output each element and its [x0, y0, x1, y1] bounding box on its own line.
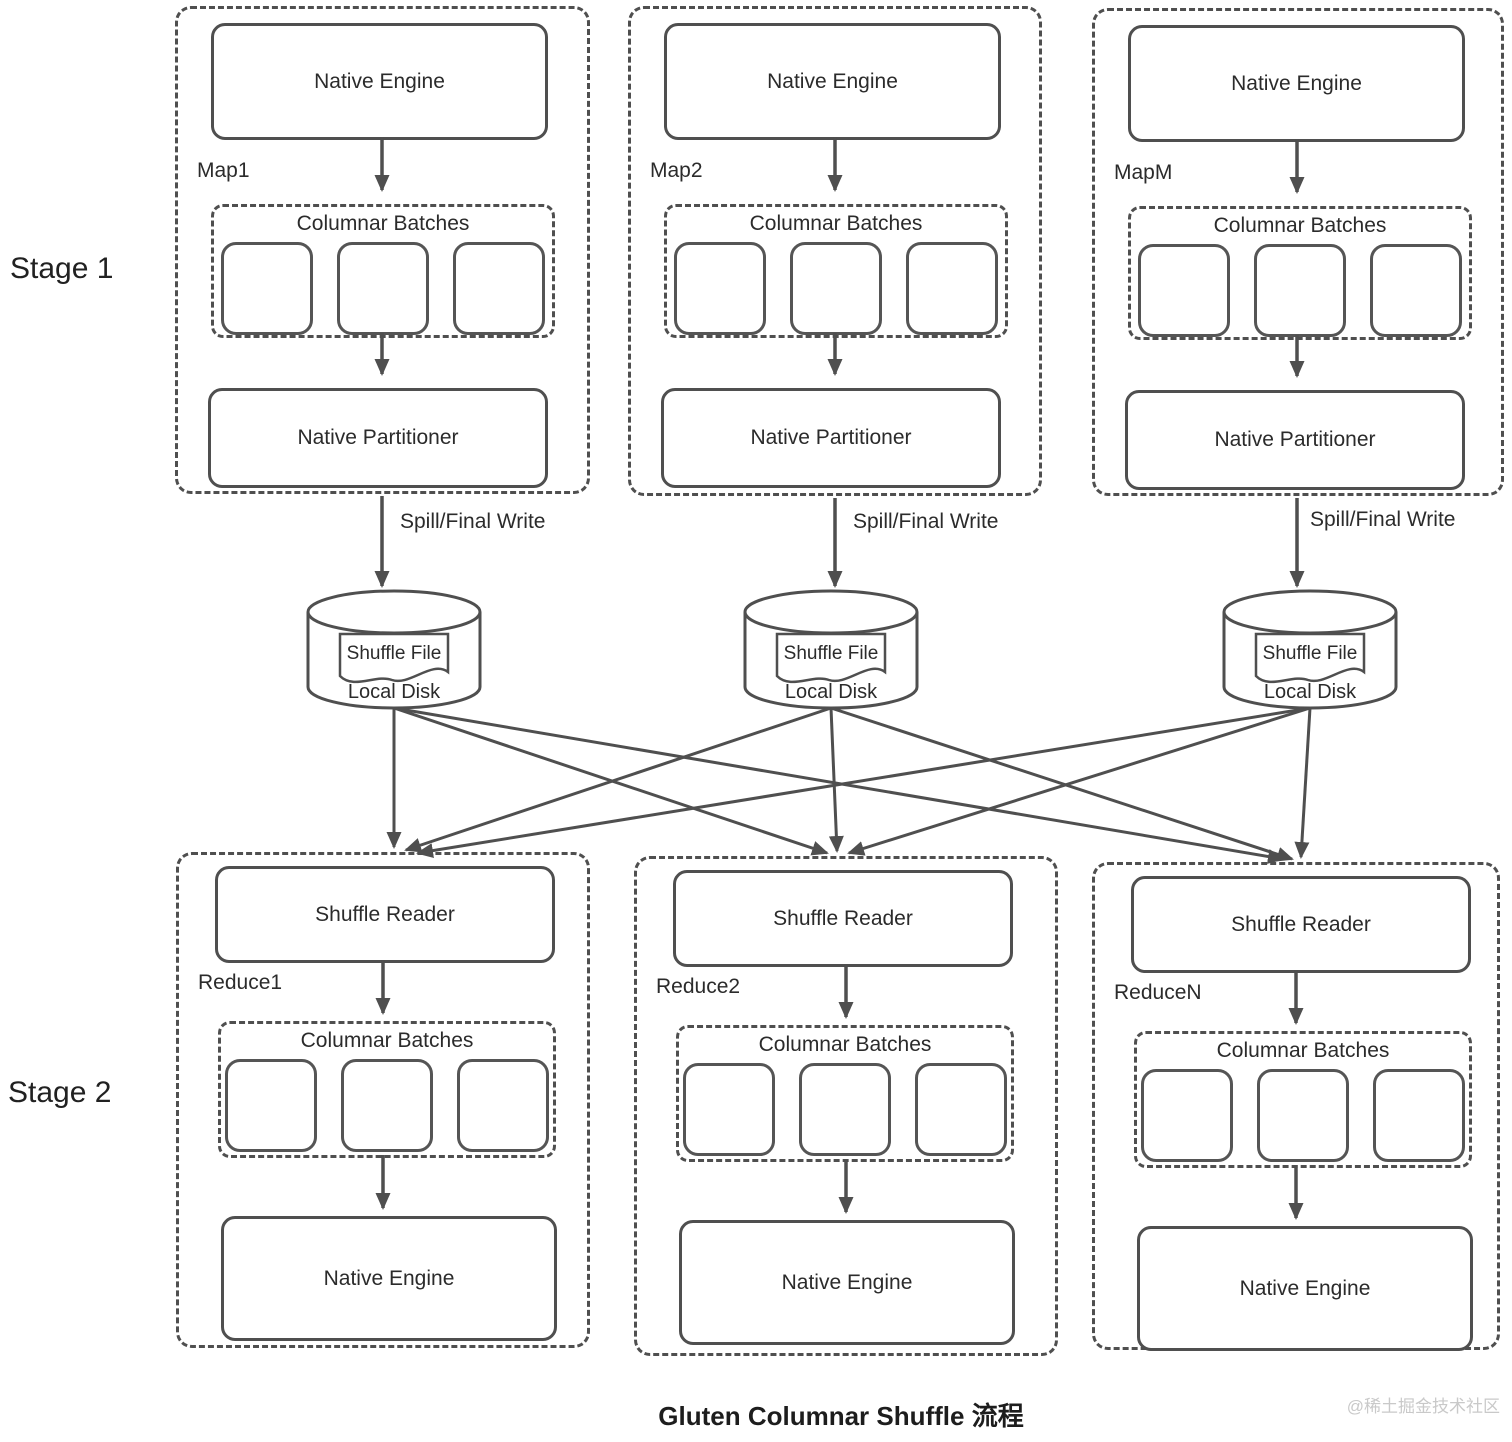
arrow-disk1-to-reduce2 [393, 706, 829, 856]
native-engine-box: Native Engine [1137, 1226, 1473, 1351]
batch-square [341, 1059, 433, 1152]
shuffle-fanout-arrows [386, 706, 1312, 864]
columnar-batches-title: Columnar Batches [758, 1033, 932, 1056]
shuffle-file-label: Shuffle File [1262, 643, 1358, 664]
batch-square [906, 242, 998, 335]
columnar-batches-title: Columnar Batches [296, 212, 470, 235]
batch-square [1138, 244, 1230, 337]
shuffle-reader-label: Shuffle Reader [773, 906, 913, 930]
native-partitioner-label: Native Partitioner [297, 426, 459, 449]
batch-square [337, 242, 429, 335]
reduce-group-2: Shuffle Reader Reduce2 Columnar Batches … [634, 856, 1058, 1356]
columnar-batches-box: Columnar Batches [1134, 1031, 1472, 1168]
batch-square [1373, 1069, 1465, 1162]
map-group-m: Native Engine MapM Columnar Batches Nati… [1092, 8, 1504, 496]
shuffle-file-label: Shuffle File [783, 643, 879, 664]
local-disk-label: Local Disk [784, 681, 878, 703]
native-engine-box: Native Engine [679, 1220, 1015, 1345]
reduce-group-1: Shuffle Reader Reduce1 Columnar Batches … [176, 852, 590, 1348]
native-engine-label: Native Engine [767, 69, 898, 93]
spill-final-write-label: Spill/Final Write [1310, 508, 1456, 531]
map2-label: Map2 [650, 159, 703, 182]
native-partitioner-box: Native Partitioner [661, 388, 1001, 488]
batch-square [457, 1059, 549, 1152]
columnar-batches-title: Columnar Batches [749, 212, 923, 235]
native-partitioner-label: Native Partitioner [750, 426, 912, 449]
batch-square [1141, 1069, 1233, 1162]
columnar-batches-box: Columnar Batches [211, 204, 555, 338]
map-group-1: Native Engine Map1 Columnar Batches Nati… [175, 6, 590, 494]
columnar-batches-box: Columnar Batches [664, 204, 1008, 338]
native-engine-label: Native Engine [1231, 71, 1362, 95]
mapm-label: MapM [1114, 161, 1173, 184]
shuffle-file-label: Shuffle File [346, 643, 442, 664]
local-disk-label: Local Disk [1263, 681, 1357, 703]
batch-square [683, 1063, 775, 1156]
columnar-batches-box: Columnar Batches [218, 1021, 556, 1158]
columnar-batches-box: Columnar Batches [1128, 206, 1472, 340]
native-engine-label: Native Engine [1239, 1276, 1371, 1300]
spill-final-write-label: Spill/Final Write [400, 510, 546, 533]
batch-square [674, 242, 766, 335]
batch-squares [221, 242, 545, 335]
batch-squares [1141, 1069, 1465, 1162]
reducen-label: ReduceN [1114, 981, 1202, 1004]
batch-square [790, 242, 882, 335]
shuffle-reader-box: Shuffle Reader [215, 866, 555, 963]
map-group-2: Native Engine Map2 Columnar Batches Nati… [628, 6, 1042, 496]
reduce-group-n: Shuffle Reader ReduceN Columnar Batches … [1092, 862, 1500, 1351]
native-engine-label: Native Engine [314, 69, 445, 93]
native-engine-label: Native Engine [323, 1266, 455, 1290]
arrow-disk2-to-reduce1 [404, 706, 832, 853]
diagram-caption: Gluten Columnar Shuffle 流程 [658, 1401, 1024, 1431]
batch-square [799, 1063, 891, 1156]
batch-square [453, 242, 545, 335]
batch-squares [1138, 244, 1462, 337]
local-disk-label: Local Disk [347, 681, 441, 703]
native-partitioner-box: Native Partitioner [208, 388, 548, 488]
shuffle-reader-label: Shuffle Reader [315, 902, 455, 926]
columnar-batches-box: Columnar Batches [676, 1025, 1014, 1162]
native-engine-box: Native Engine [664, 23, 1001, 140]
native-partitioner-label: Native Partitioner [1214, 428, 1376, 451]
reduce2-label: Reduce2 [656, 975, 741, 998]
reduce1-label: Reduce1 [198, 971, 283, 994]
batch-squares [674, 242, 998, 335]
batch-square [1254, 244, 1346, 337]
batch-square [1257, 1069, 1349, 1162]
columnar-batches-title: Columnar Batches [1216, 1039, 1390, 1062]
native-engine-box: Native Engine [211, 23, 548, 140]
batch-square [1370, 244, 1462, 337]
arrow-disk2-to-reduce2 [828, 707, 844, 853]
native-partitioner-box: Native Partitioner [1125, 390, 1465, 490]
columnar-batches-title: Columnar Batches [1213, 214, 1387, 237]
native-engine-box: Native Engine [1128, 25, 1465, 142]
spill-final-write-label: Spill/Final Write [853, 510, 999, 533]
arrow-disk2-to-reducen [830, 706, 1294, 862]
columnar-batches-title: Columnar Batches [300, 1029, 474, 1052]
arrow-disk3-to-reduce1 [416, 706, 1311, 858]
shuffle-reader-box: Shuffle Reader [1131, 876, 1471, 973]
shuffle-reader-box: Shuffle Reader [673, 870, 1013, 967]
stage1-label: Stage 1 [10, 252, 114, 285]
native-engine-label: Native Engine [781, 1270, 913, 1294]
arrow-disk3-to-reducen [1294, 707, 1312, 859]
watermark-text: @稀土掘金技术社区 [1346, 1397, 1500, 1416]
arrow-disk1-to-reducen [393, 706, 1285, 864]
shuffle-reader-label: Shuffle Reader [1231, 912, 1371, 936]
map1-label: Map1 [197, 159, 250, 182]
native-engine-box: Native Engine [221, 1216, 557, 1341]
batch-square [225, 1059, 317, 1152]
stage2-label: Stage 2 [8, 1076, 112, 1109]
arrow-disk3-to-reduce2 [847, 706, 1311, 856]
batch-squares [683, 1063, 1007, 1156]
batch-square [221, 242, 313, 335]
batch-square [915, 1063, 1007, 1156]
batch-squares [225, 1059, 549, 1152]
